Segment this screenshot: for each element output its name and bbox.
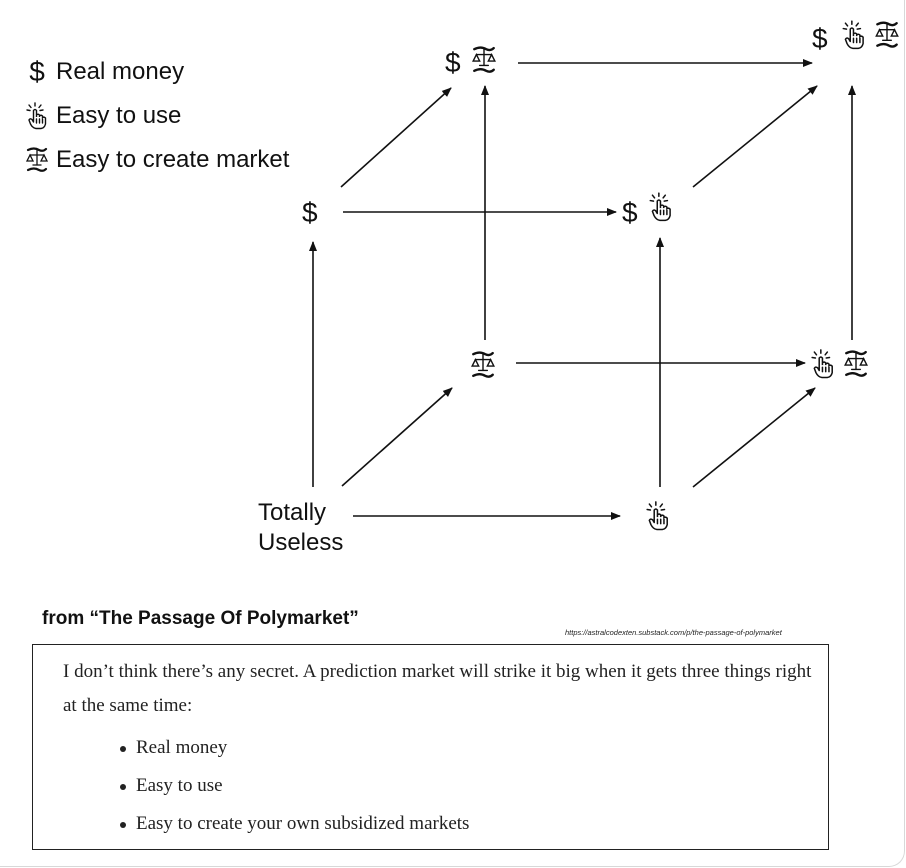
legend-item-easy-to-use: Easy to use [22,94,289,138]
node-label-line: Useless [258,529,344,556]
quote-text: I don’t think there’s any secret. A pred… [63,661,812,716]
pointing-hand-icon [811,349,834,379]
edge-dollar-hand-to-all [692,85,818,188]
cube-diagram: $ $ $ $ [302,20,899,531]
node-totally-useless: Totally Useless [258,498,343,558]
list-item: Easy to create your own subsidized marke… [119,809,469,847]
source-title: from “The Passage Of Polymarket” [42,608,359,629]
dollar-icon: $ [29,56,45,87]
legend-label: Easy to create market [56,146,290,173]
source-url: https://astralcodexten.substack.com/p/th… [565,628,782,637]
scales-icon [470,351,496,378]
pointing-hand-icon [842,20,864,50]
scales-icon [471,46,497,73]
dollar-icon: $ [812,23,828,54]
edge-dollar-to-dollar-scales [340,87,452,188]
legend: $ Real money Easy to use Easy to create … [22,50,289,182]
list-item: Real money [119,733,469,771]
list-item: Easy to use [119,771,469,809]
edge-hand-to-hand-scales [692,387,816,488]
legend-item-easy-to-create-market: Easy to create market [22,138,289,182]
edge-useless-to-scales [341,387,453,487]
scales-icon [875,21,899,48]
dollar-icon: $ [302,197,318,228]
dollar-icon: $ [622,197,638,228]
legend-item-real-money: $ Real money [22,50,289,94]
scales-icon [843,350,869,377]
quote-bullet-list: Real money Easy to use Easy to create yo… [119,733,469,847]
node-label-line: Totally [258,499,327,526]
dollar-icon: $ [445,47,461,78]
pointing-hand-icon [646,501,669,531]
legend-label: Easy to use [56,102,182,129]
pointing-hand-icon [649,192,671,222]
quote-box: I don’t think there’s any secret. A pred… [32,644,829,850]
legend-label: Real money [56,58,185,85]
